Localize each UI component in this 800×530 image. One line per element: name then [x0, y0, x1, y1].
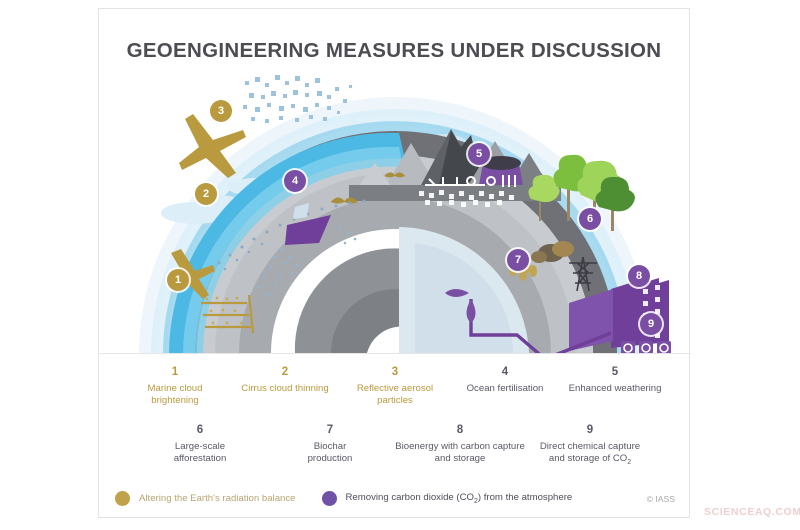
measure-badge-4[interactable]: 4: [284, 170, 306, 192]
key-item-2[interactable]: 2 Cirrus cloud thinning: [230, 365, 340, 407]
measure-badge-8[interactable]: 8: [628, 265, 650, 287]
measure-badge-2[interactable]: 2: [195, 183, 217, 205]
key-label-line1: Large-scale: [174, 440, 226, 452]
key-label-line1: Ocean fertilisation: [466, 382, 544, 394]
key-label-line2: and storage of CO2: [548, 453, 632, 467]
key-label-line2: particles: [377, 394, 413, 406]
key-label-line2: production: [307, 453, 353, 465]
key-row-second: 6 Large-scale afforestation 7 Biochar pr…: [99, 423, 691, 468]
cirrus-trail-dots: [217, 199, 366, 271]
key-number: 7: [326, 424, 334, 437]
aerosol-particle-cloud: [243, 75, 352, 123]
key-number: 9: [586, 424, 594, 437]
earth-illustration-svg: [139, 75, 671, 353]
key-item-1[interactable]: 1 Marine cloud brightening: [120, 365, 230, 407]
fertilisation-dots: [257, 225, 357, 297]
key-label-line1: Direct chemical capture: [539, 440, 641, 452]
legend-label-radiation: Altering the Earth's radiation balance: [139, 493, 296, 504]
legend-label-co2: Removing carbon dioxide (CO2) from the a…: [345, 492, 573, 505]
key-number: 3: [391, 366, 399, 378]
subsurface-water: [399, 227, 529, 353]
copyright-notice: © IASS: [646, 493, 675, 504]
legend-item-radiation[interactable]: Altering the Earth's radiation balance: [115, 491, 296, 506]
spray-dots: [205, 296, 243, 325]
key-number: 6: [196, 424, 204, 437]
key-item-9[interactable]: 9 Direct chemical capture and storage of…: [525, 423, 655, 468]
ocean-vessel-icon: [285, 203, 331, 245]
birds-icon: [330, 172, 406, 204]
measure-badge-9[interactable]: 9: [640, 313, 662, 335]
key-number: 5: [611, 366, 619, 378]
capture-units-icon: [621, 341, 671, 353]
ship-sprayer-icon: [201, 294, 255, 334]
trees-icon: [528, 154, 635, 231]
illustration: 1 2 3 4 5 6 7 8 9: [99, 67, 691, 353]
pylon-icon: [569, 256, 597, 292]
co2-subscript: 2: [627, 459, 632, 467]
measure-badge-5[interactable]: 5: [468, 143, 490, 165]
key-row-first: 1 Marine cloud brightening 2 Cirrus clou…: [99, 365, 691, 407]
site-watermark: SCIENCEAQ.COM: [704, 506, 800, 518]
measure-badge-3[interactable]: 3: [210, 100, 232, 122]
key-item-4[interactable]: 4 Ocean fertilisation: [450, 365, 560, 407]
key-item-8[interactable]: 8 Bioenergy with carbon capture and stor…: [395, 423, 525, 468]
injection-head-icon: [445, 289, 469, 297]
key-label-line1: Biochar: [313, 440, 347, 452]
measures-key: 1 Marine cloud brightening 2 Cirrus clou…: [99, 365, 691, 468]
measure-badge-7[interactable]: 7: [507, 249, 529, 271]
key-item-7[interactable]: 7 Biochar production: [265, 423, 395, 468]
key-item-6[interactable]: 6 Large-scale afforestation: [135, 423, 265, 468]
key-number: 4: [501, 366, 509, 378]
key-number: 8: [456, 424, 464, 437]
legend: Altering the Earth's radiation balance R…: [99, 491, 691, 506]
key-label-line1: Enhanced weathering: [568, 382, 662, 394]
key-label-line2: brightening: [151, 394, 199, 406]
measure-badge-6[interactable]: 6: [579, 208, 601, 230]
legend-item-co2[interactable]: Removing carbon dioxide (CO2) from the a…: [321, 491, 573, 506]
injection-drop-icon: [466, 299, 476, 323]
gold-dot-icon: [115, 491, 130, 506]
measure-badge-1[interactable]: 1: [167, 269, 189, 291]
co2-subscript: 2: [474, 497, 478, 505]
key-label-line1: Marine cloud: [147, 382, 203, 394]
infographic-card: GEOENGINEERING MEASURES UNDER DISCUSSION: [98, 8, 691, 518]
mining-weathering-icon: [419, 156, 523, 207]
key-label-line1: Bioenergy with carbon capture: [395, 440, 525, 452]
key-number: 1: [171, 366, 179, 378]
key-label-line1: Cirrus cloud thinning: [241, 382, 329, 394]
key-item-5[interactable]: 5 Enhanced weathering: [560, 365, 670, 407]
key-label-line2: afforestation: [173, 453, 227, 465]
purple-dot-icon: [321, 491, 337, 506]
key-label-line2: and storage: [434, 453, 486, 465]
key-label-line1: Reflective aerosol: [356, 382, 434, 394]
section-divider: [99, 353, 691, 354]
key-number: 2: [281, 366, 289, 378]
page-title: GEOENGINEERING MEASURES UNDER DISCUSSION: [126, 39, 662, 62]
aircraft-aerosol-icon: [179, 114, 246, 178]
key-item-3[interactable]: 3 Reflective aerosol particles: [340, 365, 450, 407]
